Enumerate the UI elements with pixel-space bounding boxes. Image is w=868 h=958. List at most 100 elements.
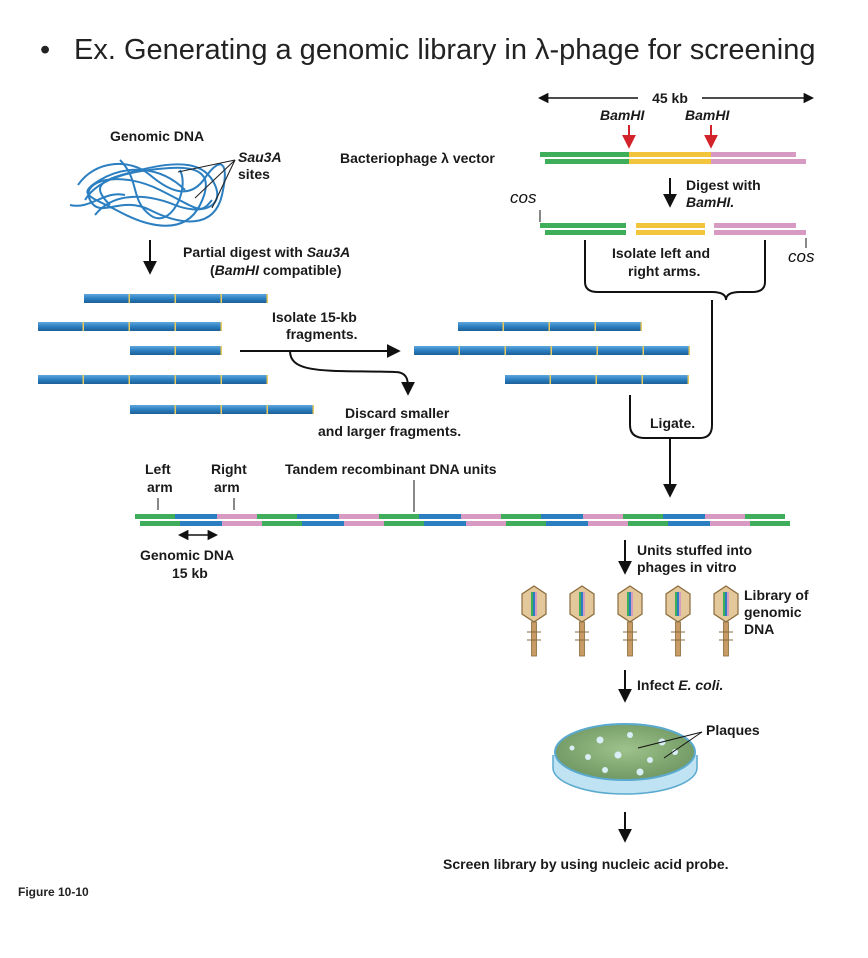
tandem-unit-segment	[546, 521, 588, 526]
sau3a-cut-end	[502, 322, 504, 331]
sau3a-cut-end	[128, 294, 130, 303]
cos-left-label: cos	[510, 188, 537, 207]
sau3a-cut-end	[174, 405, 176, 414]
right-arm-line-2: arm	[214, 479, 240, 495]
dna-fragment-segment	[552, 346, 598, 355]
library-line-1: Library of	[744, 587, 809, 603]
genomic-dna-tangle-icon	[69, 159, 226, 227]
tandem-unit-segment	[217, 514, 257, 519]
tandem-unit-segment	[379, 514, 419, 519]
dna-fragment-segment	[597, 375, 643, 384]
phage-icon	[665, 585, 691, 657]
sau3a-cut-end	[174, 346, 176, 355]
sau3a-cut-end	[128, 322, 130, 331]
dna-fragment-segment	[84, 294, 130, 303]
screen-label: Screen library by using nucleic acid pro…	[443, 856, 729, 872]
isolated-15kb-fragments	[414, 322, 690, 384]
sau3a-cut-end	[220, 375, 222, 384]
dna-fragment-segment	[130, 322, 176, 331]
tandem-unit-segment	[135, 514, 175, 519]
dna-fragment-segment	[176, 322, 222, 331]
isolate-arms-line-2: right arms.	[628, 263, 700, 279]
tandem-unit-segment	[750, 521, 790, 526]
dna-fragment-segment	[551, 375, 597, 384]
tandem-unit-segment	[257, 514, 297, 519]
sau3a-cut-end	[688, 346, 690, 355]
dna-fragment-segment	[176, 375, 222, 384]
tandem-label: Tandem recombinant DNA units	[285, 461, 497, 477]
tandem-unit-segment	[262, 521, 302, 526]
dna-fragment-segment	[505, 375, 551, 384]
sau3a-cut-end	[220, 322, 222, 331]
tandem-unit-segment	[466, 521, 506, 526]
sau3a-cut-end	[642, 346, 644, 355]
phage-icon	[617, 585, 643, 657]
dna-fragment-segment	[222, 375, 268, 384]
dna-fragment-segment	[643, 375, 689, 384]
sau3a-cut-end	[220, 294, 222, 303]
sau3a-cut-end	[687, 375, 689, 384]
dna-fragment-segment	[222, 405, 268, 414]
dna-fragment-segment	[458, 322, 504, 331]
discard-line-1: Discard smaller	[345, 405, 450, 421]
dna-fragment-segment	[176, 294, 222, 303]
sau3a-cut-end	[641, 375, 643, 384]
tandem-unit-segment	[710, 521, 750, 526]
digest-line-1: Digest with	[686, 177, 761, 193]
tandem-unit-segment	[583, 514, 623, 519]
ligate-label: Ligate.	[650, 415, 695, 431]
units-stuffed-line-2: phages in vitro	[637, 559, 737, 575]
bamhi-right-label: BamHI	[685, 107, 730, 123]
sau3a-cut-end	[458, 346, 460, 355]
sau3a-cut-end	[174, 375, 176, 384]
dna-fragment-segment	[130, 375, 176, 384]
dna-fragment-segment	[38, 375, 84, 384]
sau3a-cut-end	[594, 322, 596, 331]
left-arm-line-2: arm	[147, 479, 173, 495]
phage-icon	[713, 585, 739, 657]
left-arm-line-1: Left	[145, 461, 171, 477]
tandem-unit-segment	[506, 521, 546, 526]
tandem-unit-segment	[175, 514, 217, 519]
tandem-unit-segment	[180, 521, 222, 526]
bamhi-left-label: BamHI	[600, 107, 645, 123]
sau3a-cut-end	[504, 346, 506, 355]
tandem-unit-segment	[344, 521, 384, 526]
dna-fragment-segment	[504, 322, 550, 331]
phage-vector-label: Bacteriophage λ vector	[340, 150, 495, 166]
sau3a-cut-end	[174, 294, 176, 303]
sau3a-cut-end	[82, 375, 84, 384]
dna-fragment-segment	[130, 405, 176, 414]
sau3a-cut-end	[266, 294, 268, 303]
infect-label: Infect E. coli.	[637, 677, 723, 693]
tandem-unit-segment	[302, 521, 344, 526]
petri-dish-icon	[552, 723, 698, 795]
tandem-unit-segment	[297, 514, 339, 519]
title-text: Ex. Generating a genomic library in λ-ph…	[74, 34, 816, 66]
dna-fragment-segment	[268, 405, 314, 414]
sau3a-cut-end	[266, 405, 268, 414]
cos-right-label: cos	[788, 247, 815, 266]
tandem-unit-segment	[705, 514, 745, 519]
phage-icon	[569, 585, 595, 657]
sau3a-cut-end	[220, 405, 222, 414]
dna-fragment-segment	[176, 346, 222, 355]
genomic-15kb-line-1: Genomic DNA	[140, 547, 234, 563]
sau3a-cut-end	[595, 375, 597, 384]
sau3a-cut-end	[548, 322, 550, 331]
sau3a-label: Sau3A	[238, 149, 282, 165]
isolate-15kb-line-1: Isolate 15-kb	[272, 309, 357, 325]
dna-fragment-segment	[84, 322, 130, 331]
tandem-recombinant-dna	[135, 514, 790, 526]
partial-digest-fragments	[38, 294, 314, 414]
genomic-dna-label: Genomic DNA	[110, 128, 204, 144]
phage-library	[521, 585, 739, 657]
isolate-15kb-line-2: fragments.	[286, 326, 358, 342]
dna-fragment-segment	[38, 322, 84, 331]
dna-fragment-segment	[598, 346, 644, 355]
sau3a-cut-end	[549, 375, 551, 384]
dna-fragment-segment	[550, 322, 596, 331]
tandem-unit-segment	[424, 521, 466, 526]
